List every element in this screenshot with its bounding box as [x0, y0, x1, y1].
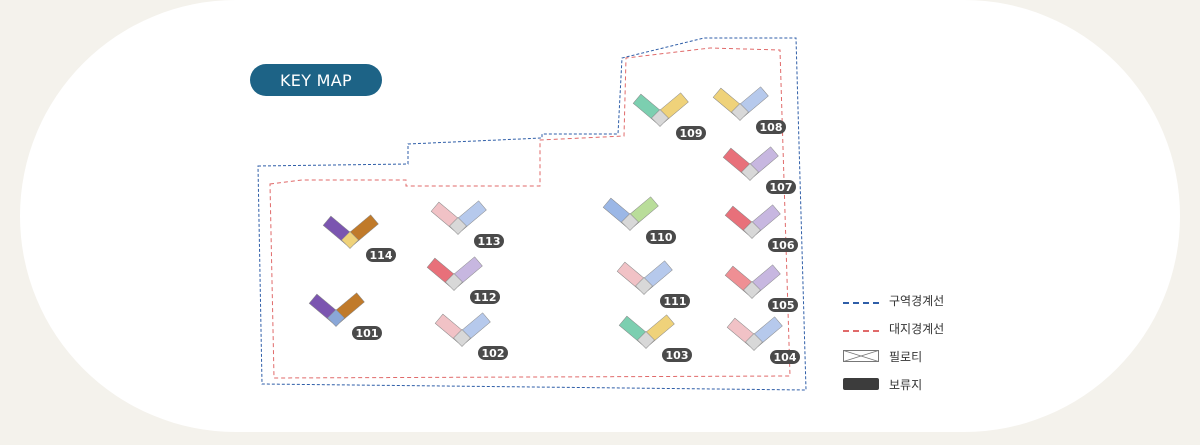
building-103[interactable]: 103: [618, 314, 692, 362]
building-number-badge: [768, 298, 798, 312]
building-number: 114: [370, 249, 393, 262]
building-core: [743, 221, 761, 239]
building-105[interactable]: 105: [724, 264, 798, 312]
key-map-title: KEY MAP: [250, 64, 382, 96]
building-110[interactable]: 110: [602, 196, 676, 244]
building-core: [327, 309, 345, 327]
building-number-badge: [470, 290, 500, 304]
building-111[interactable]: 111: [616, 260, 690, 308]
legend: 구역경계선 대지경계선 필로티 보류지: [843, 286, 944, 398]
building-number: 103: [666, 349, 689, 362]
map-panel: [20, 0, 1180, 432]
building-number: 101: [356, 327, 379, 340]
legend-item-zone-boundary: 구역경계선: [843, 286, 944, 314]
building-number-badge: [676, 126, 706, 140]
building-101[interactable]: 101: [308, 292, 382, 340]
building-number: 104: [774, 351, 797, 364]
building-core: [445, 273, 463, 291]
building-core: [341, 231, 359, 249]
dashed-blue-line-icon: [843, 302, 879, 304]
building-number-badge: [768, 238, 798, 252]
building-113[interactable]: 113: [430, 200, 504, 248]
building-core: [743, 281, 761, 299]
building-114[interactable]: 114: [322, 214, 396, 262]
zone-boundary-line: [257, 37, 807, 391]
building-number: 110: [650, 231, 673, 244]
building-number-badge: [478, 346, 508, 360]
building-core: [635, 277, 653, 295]
legend-item-reserved-land: 보류지: [843, 370, 944, 398]
building-109[interactable]: 109: [632, 92, 706, 140]
building-number: 105: [772, 299, 795, 312]
legend-label: 구역경계선: [889, 293, 945, 308]
building-106[interactable]: 106: [724, 204, 798, 252]
building-102[interactable]: 102: [434, 312, 508, 360]
building-core: [621, 213, 639, 231]
building-107[interactable]: 107: [722, 146, 796, 194]
building-number: 108: [760, 121, 783, 134]
building-number-badge: [766, 180, 796, 194]
dashed-red-line-icon: [843, 330, 879, 332]
building-number: 112: [474, 291, 497, 304]
building-number-badge: [474, 234, 504, 248]
building-112[interactable]: 112: [426, 256, 500, 304]
legend-label: 대지경계선: [889, 321, 945, 336]
building-number-badge: [756, 120, 786, 134]
crossed-box-icon: [843, 350, 879, 362]
legend-label: 보류지: [889, 377, 923, 392]
building-core: [453, 329, 471, 347]
legend-label: 필로티: [889, 349, 923, 364]
site-boundary-line: [269, 47, 791, 379]
building-core: [745, 333, 763, 351]
building-number: 109: [680, 127, 703, 140]
building-108[interactable]: 108: [712, 86, 786, 134]
building-104[interactable]: 104: [726, 316, 800, 364]
building-number: 102: [482, 347, 505, 360]
building-number-badge: [646, 230, 676, 244]
building-number: 106: [772, 239, 795, 252]
building-core: [637, 331, 655, 349]
building-core: [741, 163, 759, 181]
building-core: [449, 217, 467, 235]
building-number-badge: [770, 350, 800, 364]
building-number: 111: [664, 295, 687, 308]
building-number: 107: [770, 181, 793, 194]
building-core: [651, 109, 669, 127]
building-number-badge: [660, 294, 690, 308]
legend-item-site-boundary: 대지경계선: [843, 314, 944, 342]
dark-box-icon: [843, 378, 879, 390]
building-number-badge: [352, 326, 382, 340]
building-number-badge: [366, 248, 396, 262]
building-core: [731, 103, 749, 121]
building-number-badge: [662, 348, 692, 362]
building-number: 113: [478, 235, 501, 248]
legend-item-piloti: 필로티: [843, 342, 944, 370]
